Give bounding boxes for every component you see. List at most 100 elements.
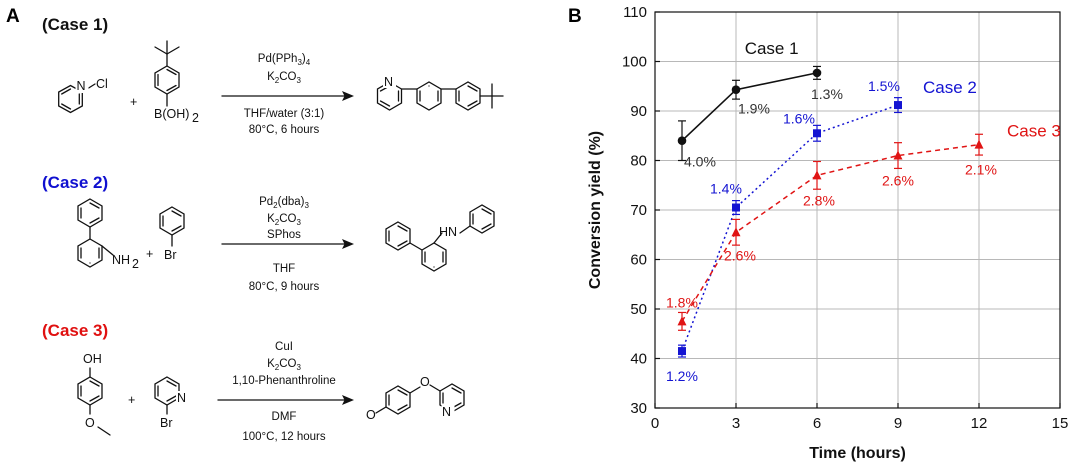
x-tick-label: 9 [894, 415, 902, 432]
data-point-circle [731, 85, 741, 95]
case-3-ligand: 1,10-Phenanthroline [232, 375, 336, 387]
error-value-label: 1.4% [710, 181, 742, 197]
y-axis-title: Conversion yield (%) [587, 131, 604, 289]
error-value-label: 1.5% [868, 78, 900, 94]
case-2-scheme: (Case 2) NH 2 + Br Pd2(dba)3 K2CO3 SPhos… [42, 173, 495, 293]
data-point-triangle [677, 316, 687, 326]
case-1-cl-atom: Cl [96, 77, 108, 91]
error-value-label: 2.8% [803, 192, 835, 208]
case-1-solvent: THF/water (3:1) [244, 108, 325, 120]
panel-a-letter: A [6, 6, 20, 27]
case-1-boh2-label: B(OH) [154, 107, 189, 121]
x-tick-label: 0 [651, 415, 659, 432]
series-3: 1.8% 2.6% 2.8% 2.6% 2.1% Case 3 [666, 122, 1061, 331]
case-3-catalyst: CuI [275, 341, 293, 353]
case-3-temperature-time: 100°C, 12 hours [242, 431, 325, 443]
error-value-label: 2.6% [724, 247, 756, 263]
series-name-label: Case 2 [923, 78, 977, 97]
case-2-br-atom: Br [164, 248, 177, 262]
axis-layer: 0 3 6 9 12 15 30 40 50 60 70 80 90 100 110 [622, 4, 1068, 432]
series-1: 4.0% 1.9% 1.3% Case 1 [677, 39, 843, 170]
case-2-solvent: THF [273, 263, 295, 275]
data-point-square [732, 203, 740, 212]
case-1-title: (Case 1) [42, 15, 108, 34]
case-3-title: (Case 3) [42, 321, 108, 340]
case-2-reactant-aminobiphenyl: NH 2 [77, 198, 139, 271]
error-value-label: 1.6% [783, 110, 815, 126]
error-value-label: 1.3% [811, 86, 843, 102]
data-point-triangle [893, 150, 903, 160]
case-1-reactant-boronic-acid: B(OH) 2 [154, 40, 199, 125]
x-tick-label: 15 [1052, 415, 1069, 432]
y-tick-label: 100 [622, 54, 647, 71]
y-tick-label: 90 [630, 103, 647, 120]
x-tick-label: 12 [971, 415, 988, 432]
case-3-product-n-atom: N [442, 405, 451, 419]
case-3-plus: + [128, 393, 135, 407]
y-tick-label: 60 [630, 252, 647, 269]
panel-b-letter: B [568, 6, 582, 27]
case-3-base: K2CO3 [267, 358, 301, 372]
y-tick-label: 40 [630, 351, 647, 368]
series-2: 1.2% 1.4% 1.6% 1.5% Case 2 [666, 78, 977, 384]
case-3-scheme: (Case 3) OH O + N Br CuI K2CO3 1,10-Phen… [42, 321, 465, 443]
case-3-br-atom: Br [160, 416, 173, 430]
case-2-product-hn-atom: HN [439, 225, 457, 239]
panel-a-reaction-schemes: A (Case 1) N Cl + B(OH) 2 Pd(PP [6, 6, 504, 443]
x-tick-label: 3 [732, 415, 740, 432]
error-value-label: 4.0% [684, 154, 716, 170]
error-value-label: 2.1% [965, 162, 997, 178]
case-2-plus: + [146, 247, 153, 261]
series-line [681, 104, 899, 352]
case-2-temperature-time: 80°C, 9 hours [249, 281, 320, 293]
y-tick-label: 110 [623, 4, 647, 21]
data-point-triangle [974, 139, 984, 149]
data-point-square [894, 101, 902, 110]
error-value-label: 1.9% [738, 101, 770, 117]
data-point-square [813, 129, 821, 138]
case-1-base: K2CO3 [267, 71, 301, 85]
case-3-n-atom: N [177, 391, 186, 405]
case-3-product-ome-o-atom: O [366, 408, 376, 422]
case-1-temperature-time: 80°C, 6 hours [249, 124, 320, 136]
case-3-oh-atom: OH [83, 352, 102, 366]
y-tick-label: 70 [630, 202, 647, 219]
series-name-label: Case 1 [745, 39, 799, 58]
case-3-reactant-2-bromopyridine: N Br [154, 376, 188, 430]
case-3-solvent: DMF [272, 411, 297, 423]
case-2-reactant-bromobenzene: Br [159, 206, 185, 262]
case-1-product: N [376, 74, 504, 111]
case-2-nh2-label: NH [112, 253, 130, 267]
error-value-label: 1.8% [666, 294, 698, 310]
case-1-product-n-atom: N [384, 75, 393, 89]
x-axis-title: Time (hours) [809, 445, 906, 462]
y-tick-label: 80 [630, 153, 647, 170]
data-point-square [678, 347, 686, 356]
case-3-reactant-methoxyphenol: OH O [77, 352, 111, 436]
y-tick-label: 30 [630, 400, 647, 417]
case-2-product: HN [385, 204, 495, 272]
y-tick-label: 50 [630, 301, 647, 318]
case-1-n-atom: N [77, 79, 86, 93]
series-name-label: Case 3 [1007, 122, 1061, 141]
case-2-base: K2CO3 [267, 213, 301, 227]
case-1-plus: + [130, 95, 137, 109]
data-point-circle [812, 68, 822, 78]
case-2-title: (Case 2) [42, 173, 108, 192]
case-3-ome-o-atom: O [85, 416, 95, 430]
case-1-catalyst: Pd(PPh3)4 [258, 53, 311, 67]
series-layer: 4.0% 1.9% 1.3% Case 1 1.2% 1.4% 1.6% 1.5% Case 2… [666, 39, 1061, 384]
error-value-label: 2.6% [882, 173, 914, 189]
case-1-boh2-subscript: 2 [192, 111, 199, 125]
case-3-product-ether-o-atom: O [420, 375, 430, 389]
x-tick-label: 6 [813, 415, 821, 432]
error-value-label: 1.2% [666, 368, 698, 384]
case-2-catalyst: Pd2(dba)3 [259, 196, 309, 210]
case-2-nh2-subscript: 2 [132, 257, 139, 271]
data-point-triangle [731, 227, 741, 237]
reaction-schemes-svg: A (Case 1) N Cl + B(OH) 2 Pd(PP [6, 6, 504, 443]
data-point-circle [677, 136, 687, 145]
case-2-ligand: SPhos [267, 229, 301, 241]
